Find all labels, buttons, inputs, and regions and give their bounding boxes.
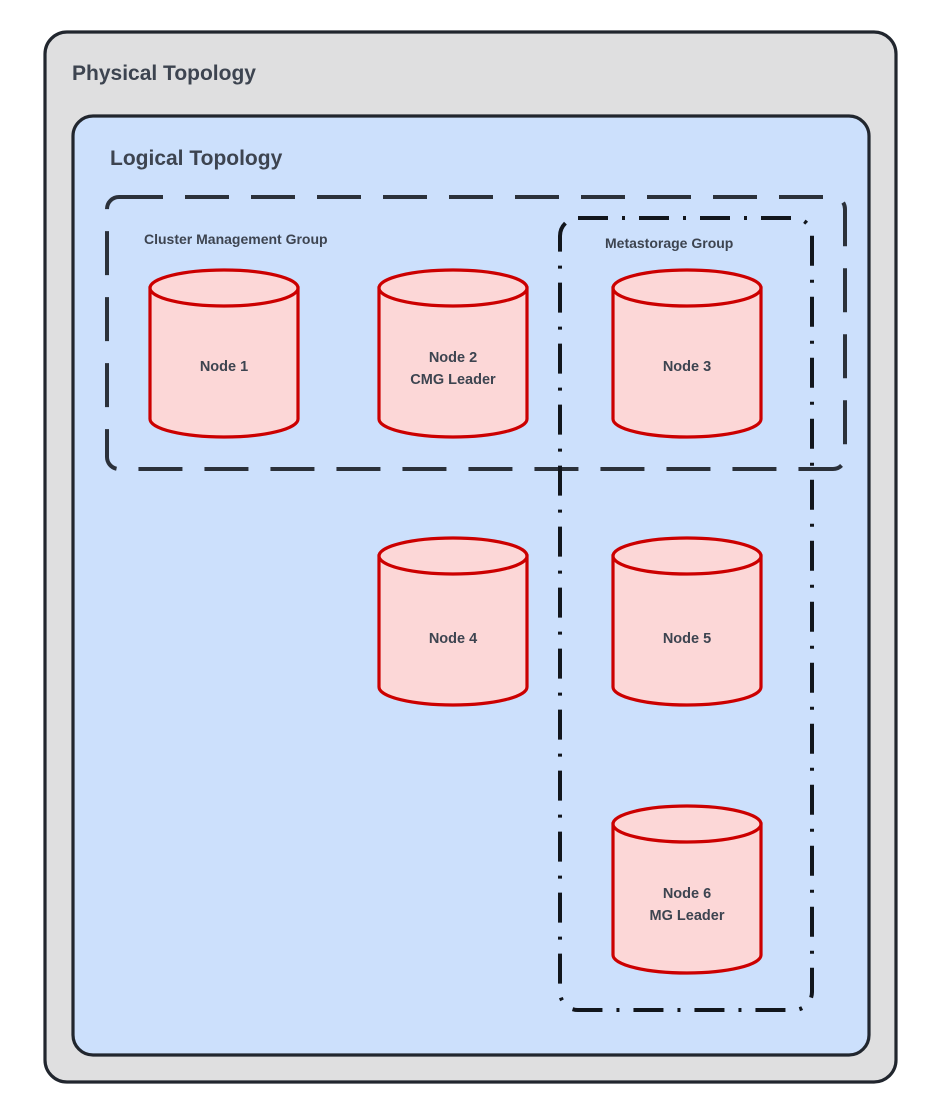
node-6-label-line2: MG Leader [650,908,725,924]
node-4-cylinder: Node 4 [377,536,529,707]
node-2-label-line1: Node 2 [429,350,477,366]
node-6-body [611,822,763,975]
node-2-cylinder: Node 2 CMG Leader [377,268,529,439]
node-3-top [611,268,763,308]
node-6-top [611,804,763,844]
node-2-body [377,286,529,439]
cluster-management-group-label: Cluster Management Group [144,231,328,247]
node-3-cylinder: Node 3 [611,268,763,439]
node-5-top [611,536,763,576]
node-5-body [611,554,763,707]
node-4-label-line1: Node 4 [429,631,477,647]
node-1-label-line1: Node 1 [200,359,248,375]
node-1-top [148,268,300,308]
cluster-management-group-box [105,195,847,471]
logical-topology-title: Logical Topology [110,147,283,170]
node-4-top [377,536,529,576]
node-5-cylinder: Node 5 [611,536,763,707]
node-4-body [377,554,529,707]
node-1-body [148,286,300,439]
metastorage-group-box [558,216,814,1012]
node-2-label-line2: CMG Leader [410,372,496,388]
node-1-cylinder: Node 1 [148,268,300,439]
node-2-top [377,268,529,308]
node-3-body [611,286,763,439]
node-6-label-line1: Node 6 [663,886,711,902]
node-3-label-line1: Node 3 [663,359,711,375]
physical-topology-title: Physical Topology [72,62,256,85]
metastorage-group-label: Metastorage Group [605,235,733,251]
node-6-cylinder: Node 6 MG Leader [611,804,763,975]
node-5-label-line1: Node 5 [663,631,711,647]
